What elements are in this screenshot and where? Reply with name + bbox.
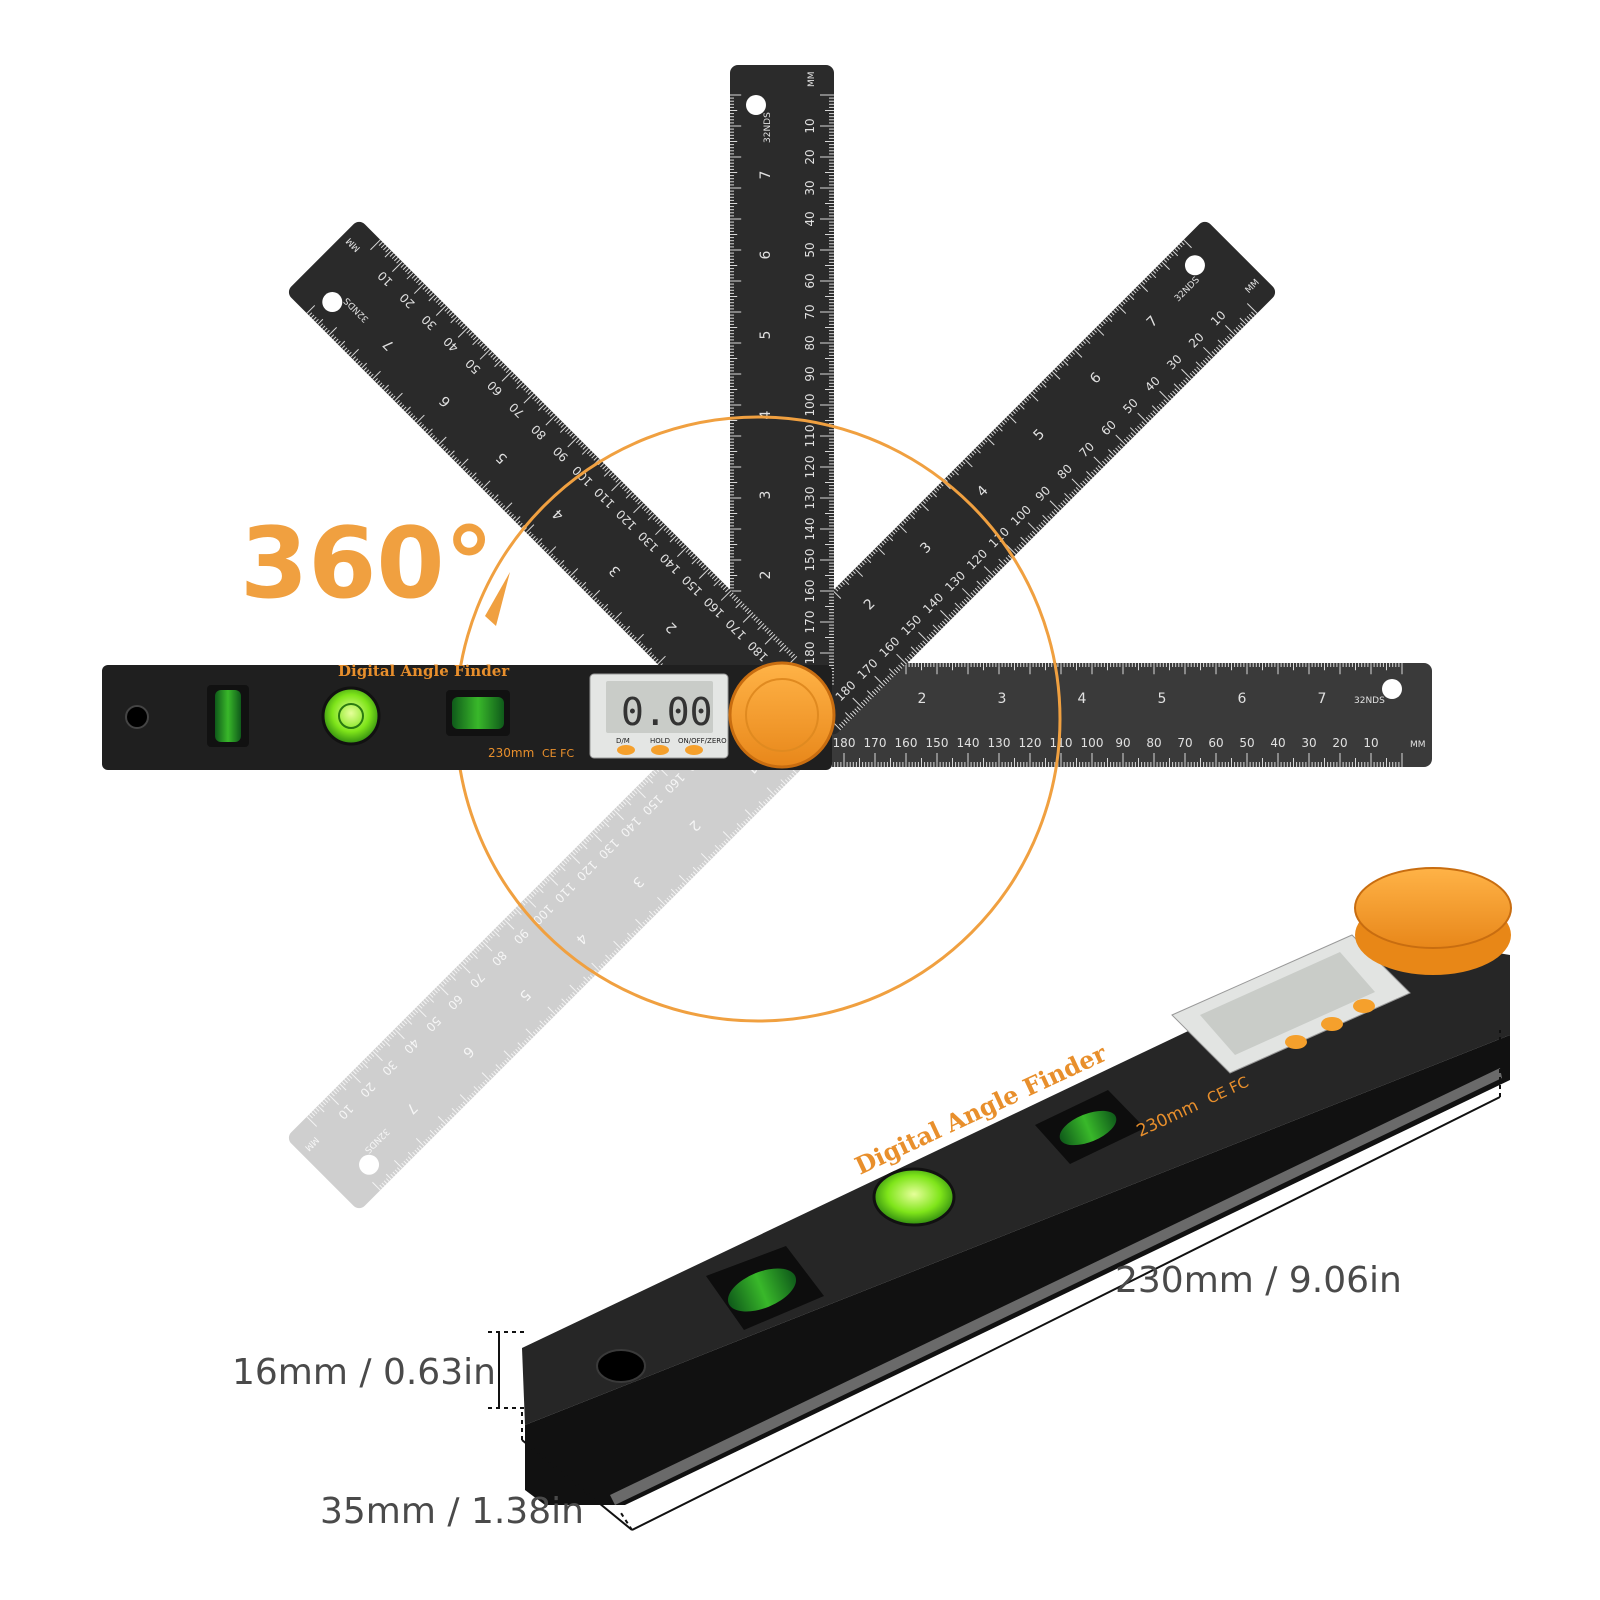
ruler-inch-label: 4 <box>1078 691 1087 707</box>
ruler-mm-label: 170 <box>864 736 887 750</box>
ruler-mm-label: 160 <box>895 736 918 750</box>
ruler-mm-label: 100 <box>803 394 817 417</box>
ruler-inch-label: 4 <box>758 410 774 419</box>
ruler-mm-label: 30 <box>803 180 817 195</box>
bullseye-level-icon <box>321 686 381 746</box>
button-label-zero: ON/OFF/ZERO <box>678 737 727 745</box>
vial-right <box>452 697 504 729</box>
bullseye-level-3d-icon <box>872 1167 956 1227</box>
zero-button-3d[interactable] <box>1353 999 1375 1013</box>
ruler-mm-label: 160 <box>803 580 817 603</box>
ruler-mm-label: 180 <box>803 642 817 665</box>
ruler-mm-label: 90 <box>803 366 817 381</box>
ruler-inch-label: 7 <box>758 171 774 180</box>
ruler-mm-label: 150 <box>926 736 949 750</box>
ruler-mm-label: 70 <box>803 304 817 319</box>
ruler-blade: 10 20 30 40 50 60 70 80 90 100 110 120 130 140 150 160 1… <box>802 663 1432 767</box>
vial-3d-left <box>727 1268 797 1312</box>
ruler-inch-label: 5 <box>758 331 774 340</box>
ruler-mm-label: 170 <box>803 611 817 634</box>
ruler-unit-mm: MM <box>1410 740 1426 750</box>
ruler-blades: 10 20 30 40 50 60 70 80 90 100 110 120 130 140 150 160 1… <box>288 65 1432 1209</box>
cert-mark: CE FC <box>542 747 574 760</box>
ruler-mm-label: 10 <box>1363 736 1378 750</box>
ruler-mm-label: 50 <box>1239 736 1254 750</box>
ruler-mm-label: 110 <box>1050 736 1073 750</box>
ruler-inch-label: 2 <box>918 691 927 707</box>
hold-button-3d[interactable] <box>1321 1017 1343 1031</box>
ruler-mm-label: 20 <box>1332 736 1347 750</box>
dimension-lines <box>488 1030 1501 1531</box>
ruler-mm-label: 80 <box>1146 736 1161 750</box>
button-label-hold: HOLD <box>650 737 670 745</box>
rotation-arrow-icon <box>485 572 510 626</box>
ruler-inch-label: 3 <box>998 691 1007 707</box>
angle-finder-perspective: Digital Angle Finder 230mm CE FC <box>522 867 1512 1505</box>
ruler-mm-label: 20 <box>803 149 817 164</box>
ruler-mm-label: 120 <box>1019 736 1042 750</box>
ruler-mm-label: 40 <box>803 211 817 226</box>
device-side-face <box>525 1035 1510 1505</box>
ruler-inch-label: 5 <box>1158 691 1167 707</box>
ruler-inch-label: 7 <box>1318 691 1327 707</box>
ruler-mm-label: 120 <box>803 456 817 479</box>
lcd-screen-3d <box>1200 952 1375 1055</box>
button-label-dm: D/M <box>616 737 630 745</box>
width-dimension-label: 35mm / 1.38in <box>320 1491 584 1532</box>
ruler-mm-label: 30 <box>1301 736 1316 750</box>
rotation-label: 360° <box>240 507 494 621</box>
hang-hole-3d <box>596 1349 646 1383</box>
length-dimension-label: 230mm / 9.06in <box>1115 1260 1402 1301</box>
ruler-mm-label: 80 <box>803 335 817 350</box>
zero-button[interactable] <box>685 745 703 755</box>
lcd-reading: 0.00 <box>621 690 713 734</box>
lcd-screen <box>606 681 713 733</box>
brand-text: Digital Angle Finder <box>338 662 510 680</box>
angle-finder-front: Digital Angle Finder 230mm CE FC 0.00 D/… <box>102 661 836 770</box>
ruler-mm-label: 10 <box>803 118 817 133</box>
ruler-mm-label: 90 <box>1115 736 1130 750</box>
height-dimension-label: 16mm / 0.63in <box>232 1352 496 1393</box>
vial-3d-right <box>1059 1110 1117 1146</box>
ruler-unit-mm: MM <box>807 71 817 87</box>
ruler-inch-label: 6 <box>1238 691 1247 707</box>
ruler-blade: 1020304050607080901001101201301401501601… <box>288 221 802 735</box>
ruler-mm-label: 50 <box>803 242 817 257</box>
dm-button[interactable] <box>617 745 635 755</box>
hold-button[interactable] <box>651 745 669 755</box>
length-mark: 230mm <box>488 746 534 760</box>
pivot-knob-3d[interactable] <box>1354 867 1512 949</box>
ruler-mm-label: 40 <box>1270 736 1285 750</box>
ruler-blade: 10 20 30 40 50 60 70 80 90 100 110 120 130 140 150 160 1… <box>730 65 834 695</box>
ruler-mm-label: 70 <box>1177 736 1192 750</box>
ruler-unit-32nds: 32NDS <box>763 112 773 143</box>
hang-hole <box>125 705 149 729</box>
dm-button-3d[interactable] <box>1285 1035 1307 1049</box>
ruler-mm-label: 140 <box>957 736 980 750</box>
ruler-edge <box>610 1068 1502 1505</box>
ruler-mm-label: 60 <box>803 273 817 288</box>
ruler-mm-label: 140 <box>803 518 817 541</box>
ruler-mm-label: 150 <box>803 549 817 572</box>
ruler-blade: 1020304050607080901001101201301401501601… <box>762 221 1276 735</box>
ruler-inch-label: 2 <box>758 571 774 580</box>
ruler-inch-label: 6 <box>758 250 774 259</box>
ruler-mm-label: 110 <box>803 425 817 448</box>
ruler-inch-label: 3 <box>758 491 774 500</box>
ruler-mm-label: 180 <box>833 736 856 750</box>
vial-left <box>215 690 241 742</box>
ruler-mm-label: 60 <box>1208 736 1223 750</box>
ruler-unit-32nds: 32NDS <box>1354 696 1385 706</box>
ruler-mm-label: 130 <box>988 736 1011 750</box>
ruler-mm-label: 130 <box>803 487 817 510</box>
ruler-mm-label: 100 <box>1081 736 1104 750</box>
